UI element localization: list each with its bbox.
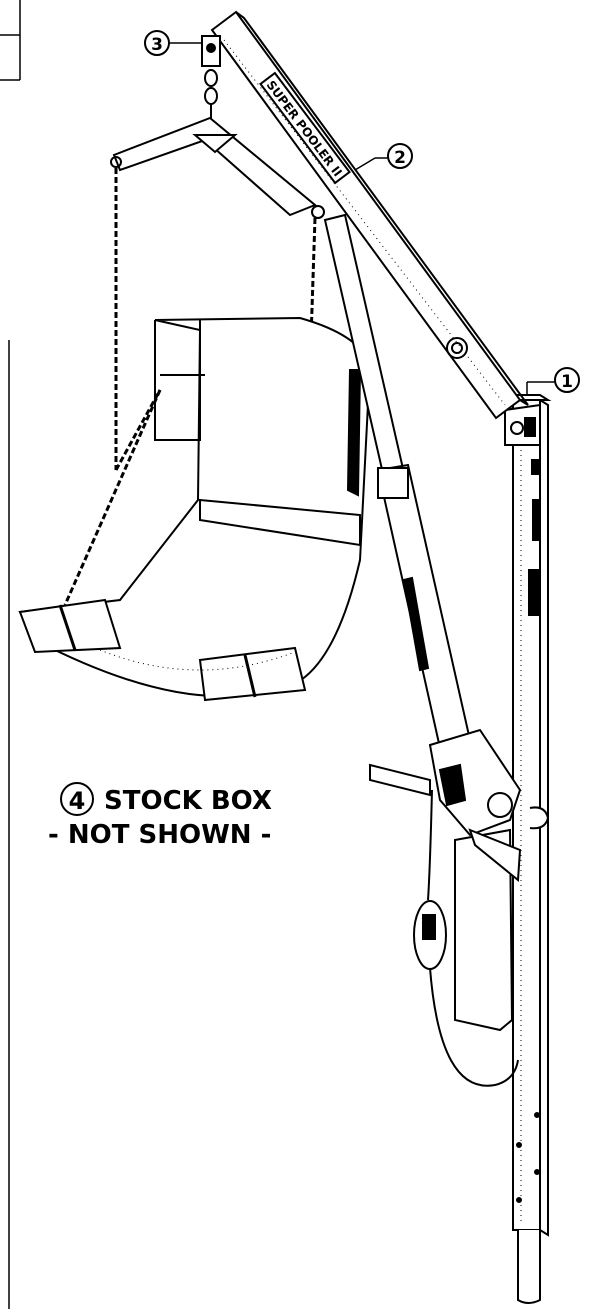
callout-3-number: 3 (151, 35, 163, 55)
callout-1: 1 (526, 367, 580, 395)
boom-decal: SUPER POOLER II (259, 71, 351, 185)
hand-pendant (413, 789, 519, 1087)
battery-pack (454, 828, 522, 1032)
callout-4-number: 4 (60, 782, 94, 816)
callout-4-text: STOCK BOX (104, 786, 272, 816)
spreader-bar (110, 116, 325, 219)
callout-2: 2 (354, 143, 413, 171)
left-table-edge (0, 0, 21, 1309)
callout-1-number: 1 (561, 372, 573, 392)
callout-2-number: 2 (394, 148, 406, 168)
boom-decal-text: SUPER POOLER II (264, 78, 345, 179)
sling-seat (18, 316, 372, 702)
callout-4-subtext: - NOT SHOWN - (48, 820, 272, 850)
motor-unit (369, 728, 550, 837)
callout-4: 4 STOCK BOX - NOT SHOWN - (48, 782, 272, 852)
mast (501, 394, 552, 1304)
callout-3: 3 (144, 30, 202, 56)
